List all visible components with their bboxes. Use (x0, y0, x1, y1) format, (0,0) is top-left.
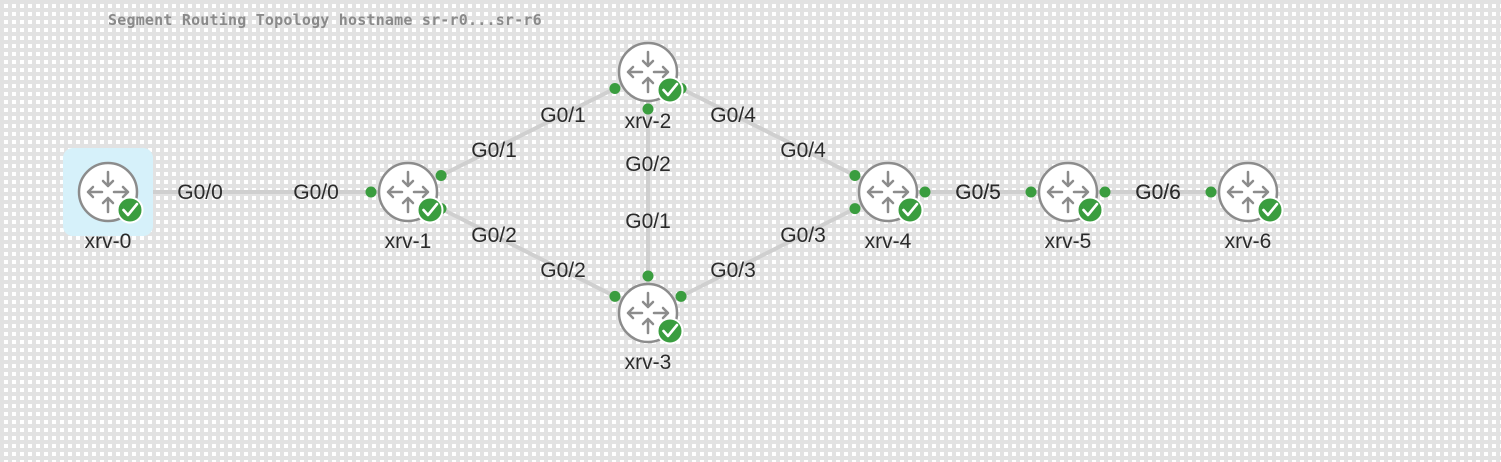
interface-label-xrv-5: G0/5 (955, 181, 1001, 204)
nodes-layer: xrv-0 xrv-1 xrv-2 xrv-3 xrv-4 xrv-5 xrv-6 (63, 41, 1284, 374)
status-ok-icon (656, 76, 684, 104)
status-ok-icon (416, 196, 444, 224)
interface-label-xrv-2: G0/1 (540, 104, 586, 127)
link-line[interactable] (647, 70, 889, 194)
interface-label-xrv-3: G0/1 (625, 210, 671, 233)
status-ok-icon (656, 317, 684, 345)
status-ok-icon (116, 196, 144, 224)
node-xrv-2[interactable]: xrv-2 (617, 41, 684, 133)
interface-label-xrv-6: G0/6 (1135, 181, 1181, 204)
interface-label-xrv-1: G0/2 (471, 224, 517, 247)
node-xrv-1[interactable]: xrv-1 (377, 161, 444, 253)
node-xrv-0[interactable]: xrv-0 (63, 148, 153, 253)
node-xrv-4[interactable]: xrv-4 (857, 161, 924, 253)
interface-label-xrv-3: G0/3 (710, 259, 756, 282)
node-label: xrv-1 (385, 230, 432, 253)
node-label: xrv-4 (865, 230, 912, 253)
node-label: xrv-6 (1225, 230, 1272, 253)
port-dot-xrv-6[interactable] (1205, 186, 1217, 198)
interface-label-xrv-4: G0/4 (780, 139, 826, 162)
node-label: xrv-3 (625, 351, 672, 374)
interface-label-xrv-0: G0/0 (177, 181, 223, 204)
link-xrv-0-xrv-1[interactable]: G0/0 G0/0 (108, 181, 408, 204)
link-xrv-1-xrv-2[interactable]: G0/1G0/1 (407, 70, 649, 194)
port-dot-xrv-1[interactable] (365, 186, 377, 198)
interface-label-xrv-5: G0/6 (1135, 181, 1181, 204)
port-dot-xrv-4[interactable] (849, 169, 861, 181)
link-xrv-1-xrv-3[interactable]: G0/2G0/2 (407, 190, 649, 315)
interface-label-xrv-2: G0/2 (625, 153, 671, 176)
link-xrv-2-xrv-3[interactable]: G0/2G0/1 (625, 72, 671, 313)
node-xrv-5[interactable]: xrv-5 (1037, 161, 1104, 253)
link-xrv-2-xrv-4[interactable]: G0/4G0/4 (647, 70, 889, 194)
port-dot-xrv-4[interactable] (849, 203, 861, 215)
canvas-annotation[interactable]: Segment Routing Topology hostname sr-r0.… (108, 11, 542, 29)
port-dot-xrv-2[interactable] (642, 103, 654, 115)
interface-label-xrv-3: G0/2 (540, 259, 586, 282)
node-xrv-6[interactable]: xrv-6 (1217, 161, 1284, 253)
port-dot-xrv-1[interactable] (435, 169, 447, 181)
port-dot-xrv-4[interactable] (919, 186, 931, 198)
status-ok-icon (896, 196, 924, 224)
status-ok-icon (1256, 196, 1284, 224)
link-line[interactable] (647, 190, 889, 315)
interface-label-xrv-2: G0/4 (710, 104, 756, 127)
port-dot-xrv-3[interactable] (609, 290, 621, 302)
interface-label-xrv-1: G0/0 (293, 181, 339, 204)
port-dot-xrv-3[interactable] (642, 270, 654, 282)
link-line[interactable] (407, 190, 649, 315)
link-line[interactable] (407, 70, 649, 194)
link-xrv-3-xrv-4[interactable]: G0/3G0/3 (647, 190, 889, 315)
interface-label-xrv-4: G0/3 (780, 224, 826, 247)
port-dot-xrv-5[interactable] (1025, 186, 1037, 198)
port-dot-xrv-3[interactable] (675, 290, 687, 302)
status-ok-icon (1076, 196, 1104, 224)
port-dot-xrv-2[interactable] (609, 83, 621, 95)
interface-label-xrv-1: G0/1 (471, 139, 517, 162)
port-dot-xrv-5[interactable] (1099, 186, 1111, 198)
node-xrv-3[interactable]: xrv-3 (617, 282, 684, 374)
node-label: xrv-5 (1045, 230, 1092, 253)
interface-label-xrv-4: G0/5 (955, 181, 1001, 204)
node-label: xrv-2 (625, 110, 672, 133)
node-label: xrv-0 (85, 230, 132, 253)
